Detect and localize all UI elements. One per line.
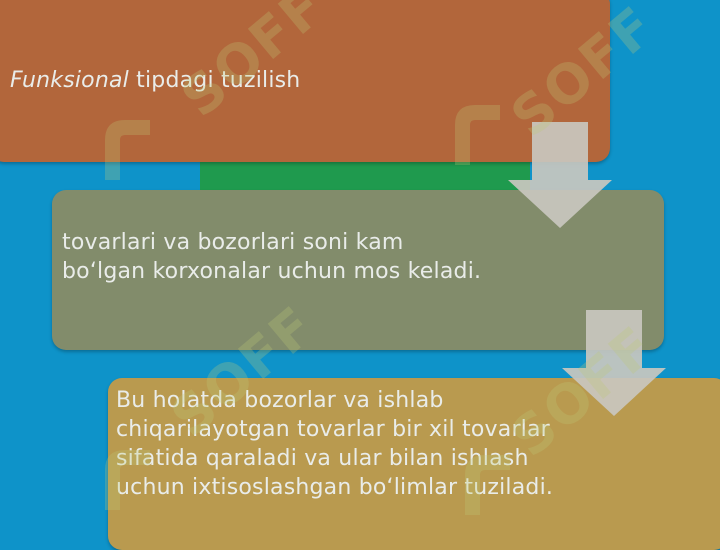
step-box-1 (0, 0, 610, 162)
step-3-text: Bu holatda bozorlar va ishlab chiqarilay… (116, 388, 554, 500)
down-arrow-icon (508, 122, 612, 228)
watermark-logo-icon (105, 120, 150, 180)
step-2-text: tovarlari va bozorlari soni kam bo‘lgan … (62, 230, 482, 284)
step-1-title: Funksional tipdagi tuzilish (10, 66, 300, 95)
down-arrow-icon (562, 310, 666, 416)
watermark-logo-icon (465, 455, 510, 515)
step-1-title-rest: tipdagi tuzilish (128, 68, 301, 93)
watermark-logo-icon (105, 450, 150, 510)
step-1-title-italic: Funksional (10, 68, 129, 93)
watermark-logo-icon (455, 105, 500, 165)
